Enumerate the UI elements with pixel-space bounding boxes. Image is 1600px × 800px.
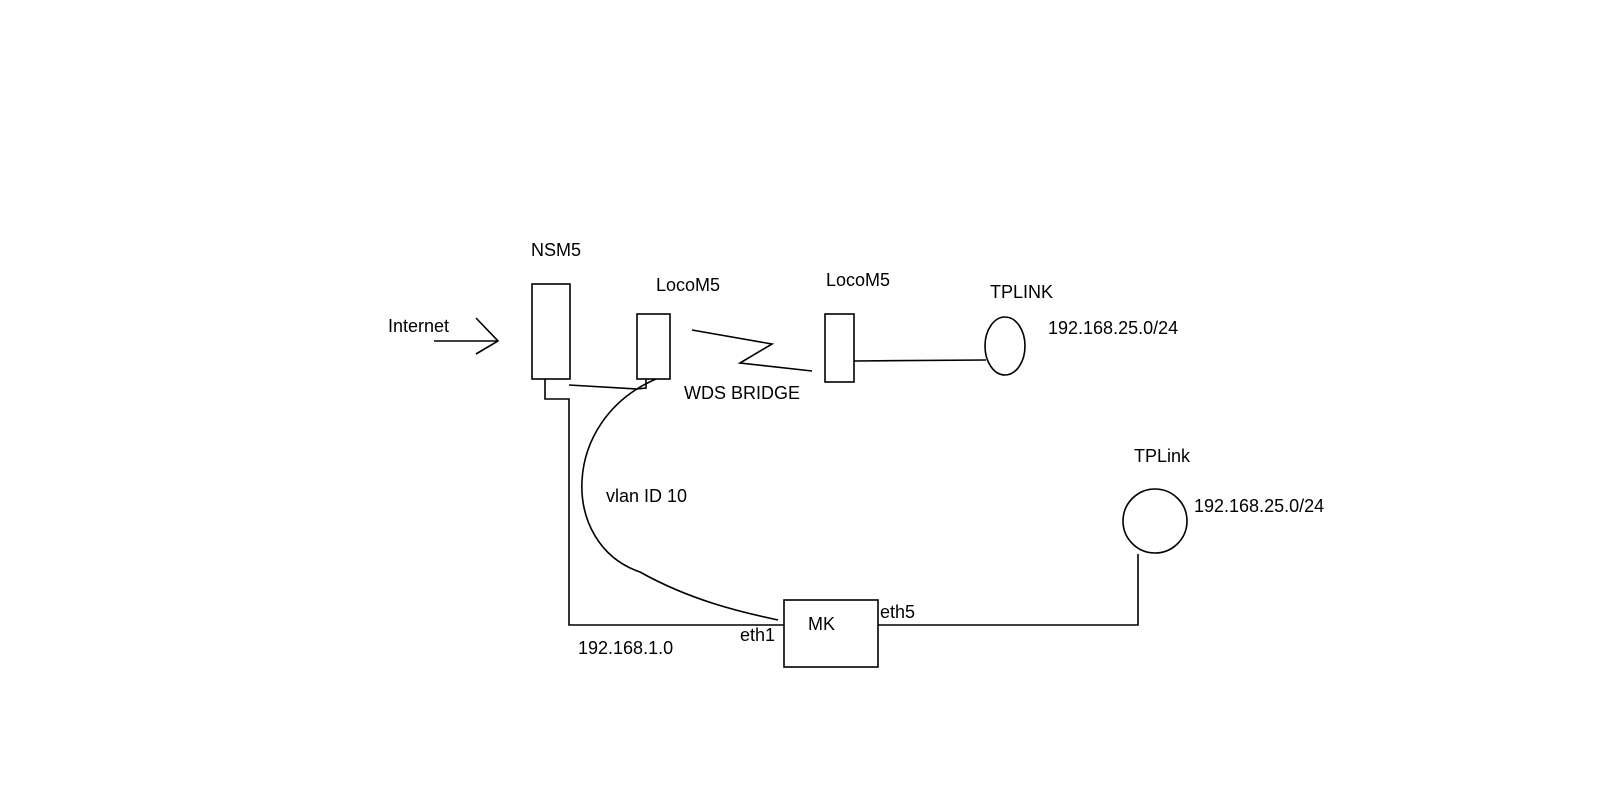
mk-label: MK — [808, 614, 835, 634]
tplink-bottom-label: TPLink — [1134, 446, 1191, 466]
tplink-top-device — [984, 316, 1026, 376]
wireless-link-icon — [691, 329, 813, 372]
mk-router — [783, 599, 879, 668]
nsm5-to-mk-cable — [544, 379, 784, 626]
vlan-cable — [581, 378, 779, 621]
tplink-bottom-device — [1122, 488, 1188, 554]
loco-left-label: LocoM5 — [656, 275, 720, 295]
loco-right-label: LocoM5 — [826, 270, 890, 290]
loco-to-tplink-cable — [853, 359, 987, 362]
vlan-label: vlan ID 10 — [606, 486, 687, 506]
tplink-top-label: TPLINK — [990, 282, 1053, 302]
mk-port-eth1: eth1 — [740, 625, 775, 645]
lan-subnet-label: 192.168.1.0 — [578, 638, 673, 658]
tplink-top-subnet: 192.168.25.0/24 — [1048, 318, 1178, 338]
mk-to-tplink-cable — [878, 554, 1139, 626]
tplink-bottom-subnet: 192.168.25.0/24 — [1194, 496, 1324, 516]
loco-left-device — [636, 313, 671, 380]
loco-right-device — [824, 313, 855, 383]
nsm5-to-loco-cable — [568, 379, 647, 390]
nsm5-device — [531, 283, 571, 380]
mk-port-eth5: eth5 — [880, 602, 915, 622]
internet-label: Internet — [388, 316, 449, 336]
internet-arrow-icon — [434, 317, 500, 355]
wds-bridge-label: WDS BRIDGE — [684, 383, 800, 403]
nsm5-label: NSM5 — [531, 240, 581, 260]
